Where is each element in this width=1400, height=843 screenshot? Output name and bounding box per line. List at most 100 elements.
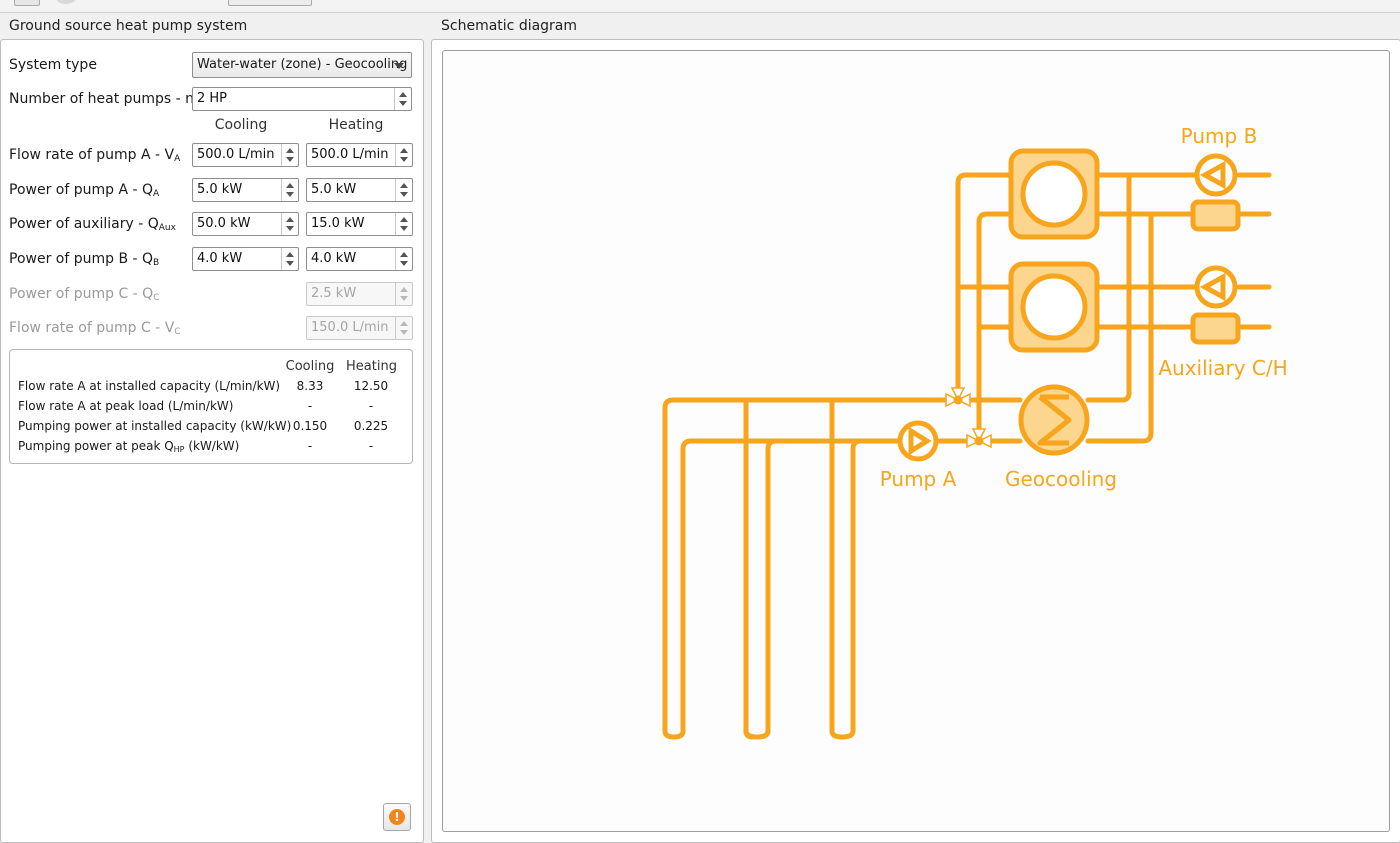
row-label: Power of pump B - QB [9,251,160,268]
exchanger-circle [1018,384,1090,456]
pump-a-label: Pump A [880,467,957,491]
pipe [976,211,1014,442]
field-value: 5.0 kW [197,182,243,197]
pump-b-label: Pump B [1181,124,1258,148]
summary-cell: - [368,399,374,413]
row-label: Flow rate of pump A - VA [9,147,181,164]
pump-a-power-cooling-stepper[interactable]: 5.0 kW [192,178,299,202]
auxiliary-unit [1190,312,1241,345]
summary-cell: - [307,399,313,413]
field-value: 500.0 L/min [197,147,275,162]
num-hp-stepper[interactable]: 2 HP [192,87,412,111]
schematic-svg: Pump B Auxiliary C/H Pump A Geocooling [662,124,1288,740]
sum-symbol-icon [1037,394,1072,446]
summary-cell: 8.33 [296,379,324,393]
geocooling-exchanger [1018,384,1090,456]
geocooling-label: Geocooling [1005,467,1117,491]
pump-b-power-cooling-stepper[interactable]: 4.0 kW [192,247,299,271]
heat-pump-circle [1020,160,1088,228]
pump-arrow-icon [1199,160,1226,190]
auxiliary-power-heating-stepper[interactable]: 15.0 kW [306,212,413,236]
spinner-arrows[interactable] [395,144,412,166]
auxiliary-unit [1190,199,1241,232]
row-label: Power of pump A - QA [9,182,160,199]
toolbar-button[interactable] [228,0,312,6]
pipe [743,397,755,740]
valve-icon [945,392,960,408]
valve-icon [977,433,992,449]
pipe [1085,172,1132,403]
schematic-diagram: Pump B Auxiliary C/H Pump A Geocooling [442,50,1390,832]
summary-cell: 0.150 [292,419,328,433]
right-section-title: Schematic diagram [441,18,578,34]
summary-cell: 0.225 [353,419,389,433]
pipe [850,438,864,734]
field-value: 4.0 kW [197,251,243,266]
summary-cell: - [307,439,313,453]
toolbar-button[interactable] [14,0,40,6]
auxiliary-power-cooling-stepper[interactable]: 50.0 kW [192,212,299,236]
pipe [955,172,1014,401]
pump-b-power-heating-stepper[interactable]: 4.0 kW [306,247,413,271]
field-value: 50.0 kW [197,216,251,231]
field-value: 15.0 kW [311,216,365,231]
num-hp-value: 2 HP [197,91,228,106]
field-value: 150.0 L/min [311,320,389,335]
heat-pump-2 [1008,261,1100,353]
row-label: Flow rate of pump C - VC [9,320,181,337]
settings-panel: System type Water-water (zone) - Geocool… [0,39,424,843]
system-type-value: Water-water (zone) - Geocooling [197,57,408,72]
summary-row-label: Pumping power at installed capacity (kW/… [18,419,292,433]
pump-b-upper [1194,153,1238,197]
spinner-arrows[interactable] [281,144,298,166]
pump-a [897,420,939,462]
three-way-valve [945,387,971,408]
schematic-panel: Pump B Auxiliary C/H Pump A Geocooling [431,39,1400,843]
summary-table: Cooling Heating Flow rate A at installed… [9,349,413,464]
num-hp-label: Number of heat pumps - nHP [9,91,206,108]
field-value: 4.0 kW [311,251,357,266]
heat-pump-1 [1008,148,1100,240]
spinner-arrows[interactable] [281,213,298,235]
summary-cell: 12.50 [353,379,389,393]
valve-node [953,395,963,405]
pump-a-power-heating-stepper[interactable]: 5.0 kW [306,178,413,202]
valve-node [974,436,984,446]
system-type-label: System type [9,57,97,73]
pipe [765,438,779,734]
summary-row-label: Flow rate A at installed capacity (L/min… [18,379,281,393]
auxiliary-label: Auxiliary C/H [1158,356,1287,380]
three-way-valve [966,428,992,449]
spinner-arrows [395,317,412,339]
field-value: 2.5 kW [311,286,357,301]
valve-icon [956,392,971,408]
pipe [680,438,902,734]
spinner-arrows [395,283,412,305]
pump-a-flow-cooling-stepper[interactable]: 500.0 L/min [192,143,299,167]
row-label: Power of auxiliary - QAux [9,216,176,233]
pipe-network [662,172,1272,740]
warning-button[interactable]: ! [383,803,411,831]
summary-cell: - [368,439,374,453]
spinner-arrows[interactable] [281,248,298,270]
spinner-arrows[interactable] [281,179,298,201]
heat-pump-circle [1020,273,1088,341]
toolbar-icon[interactable] [56,0,76,4]
chevron-down-icon [394,63,404,69]
spinner-arrows[interactable] [394,88,411,110]
pipe [743,728,771,740]
toolbar-strip [0,0,1400,13]
summary-row-label: Flow rate A at peak load (L/min/kW) [18,399,234,413]
pump-c-power-heating-stepper: 2.5 kW [306,282,413,306]
pump-arrow-icon [1199,272,1226,302]
system-type-dropdown[interactable]: Water-water (zone) - Geocooling [192,52,412,78]
pump-a-flow-heating-stepper[interactable]: 500.0 L/min [306,143,413,167]
left-section-title: Ground source heat pump system [9,18,248,34]
pipe [829,728,856,740]
spinner-arrows[interactable] [395,213,412,235]
pipe [662,728,686,740]
spinner-arrows[interactable] [395,179,412,201]
column-heating: Heating [328,117,384,133]
spinner-arrows[interactable] [395,248,412,270]
valve-icon [950,387,966,402]
